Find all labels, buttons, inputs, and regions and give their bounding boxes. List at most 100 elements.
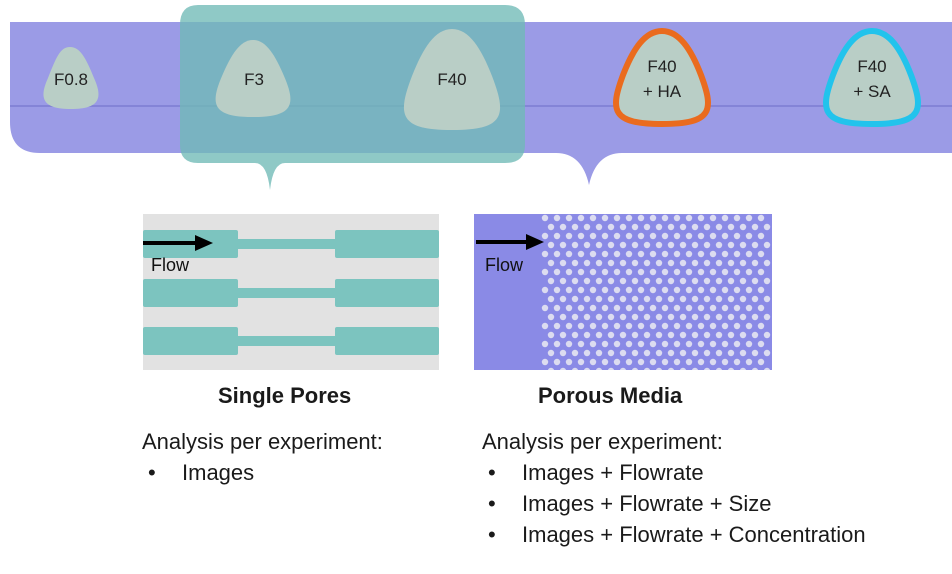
porous-grain	[661, 268, 669, 276]
porous-grain	[565, 340, 573, 348]
porous-grain	[547, 259, 555, 267]
particle-f40-ha: F40 + HA	[613, 27, 711, 128]
porous-grain	[613, 304, 621, 312]
porous-grain	[733, 250, 741, 258]
porous-grain	[595, 259, 603, 267]
porous-grain	[727, 331, 735, 339]
porous-grain	[547, 223, 555, 231]
porous-grain	[643, 313, 651, 321]
porous-grain	[757, 304, 765, 312]
porous-grain	[727, 223, 735, 231]
porous-grain	[631, 367, 639, 370]
porous-grain	[745, 214, 753, 222]
porous-grain	[637, 232, 645, 240]
porous-grain	[757, 322, 765, 330]
porous-grain	[625, 286, 633, 294]
porous-grain	[697, 250, 705, 258]
porous-grain	[547, 295, 555, 303]
porous-grain	[751, 295, 759, 303]
porous-grain	[643, 259, 651, 267]
porous-grain	[577, 214, 585, 222]
porous-grain	[559, 313, 567, 321]
porous-grain	[547, 367, 555, 370]
porous-grain	[667, 313, 675, 321]
porous-grain	[589, 214, 597, 222]
porous-grain	[715, 277, 723, 285]
porous-media-analysis-title: Analysis per experiment:	[482, 429, 723, 454]
porous-grain	[577, 268, 585, 276]
porous-grain	[637, 268, 645, 276]
porous-grain	[655, 223, 663, 231]
porous-grain	[565, 286, 573, 294]
porous-grain	[601, 304, 609, 312]
porous-grain	[583, 223, 591, 231]
porous-grain	[541, 322, 549, 330]
porous-grain	[607, 331, 615, 339]
porous-grain	[667, 241, 675, 249]
porous-grain	[715, 331, 723, 339]
porous-grain	[685, 232, 693, 240]
porous-grain	[757, 250, 765, 258]
porous-grain	[679, 277, 687, 285]
porous-grain	[589, 232, 597, 240]
porous-grain	[565, 304, 573, 312]
particle-f40-ha-label-line2: + HA	[643, 82, 682, 101]
porous-grain	[631, 331, 639, 339]
porous-grain	[601, 286, 609, 294]
porous-grain	[703, 223, 711, 231]
list-item: Images + Flowrate + Concentration	[482, 519, 952, 550]
porous-grain	[559, 331, 567, 339]
porous-grain	[625, 322, 633, 330]
porous-grain	[571, 367, 579, 370]
porous-grain	[709, 268, 717, 276]
porous-grain	[619, 259, 627, 267]
porous-grain	[637, 286, 645, 294]
porous-grain	[691, 349, 699, 357]
porous-grain	[649, 340, 657, 348]
porous-grain	[733, 358, 741, 366]
porous-grain	[541, 358, 549, 366]
porous-grain	[559, 295, 567, 303]
porous-grain	[553, 358, 561, 366]
porous-grain	[763, 277, 771, 285]
porous-grain	[559, 223, 567, 231]
porous-grain	[697, 340, 705, 348]
porous-grain	[613, 322, 621, 330]
porous-grain	[691, 277, 699, 285]
pore-channel-3	[143, 327, 439, 355]
porous-grain	[739, 331, 747, 339]
porous-grain	[601, 268, 609, 276]
porous-grain	[547, 277, 555, 285]
porous-grain	[631, 241, 639, 249]
single-pores-title: Single Pores	[218, 383, 352, 408]
porous-grain	[601, 322, 609, 330]
porous-grain	[763, 295, 771, 303]
porous-grain	[673, 250, 681, 258]
porous-grain	[763, 259, 771, 267]
porous-grain	[667, 223, 675, 231]
porous-grain	[661, 232, 669, 240]
flow-arrow-icon	[143, 235, 213, 251]
porous-grain	[661, 304, 669, 312]
porous-grain	[691, 295, 699, 303]
porous-grain	[667, 259, 675, 267]
porous-grain	[643, 295, 651, 303]
porous-grain	[709, 250, 717, 258]
porous-grain	[751, 259, 759, 267]
porous-grain	[679, 223, 687, 231]
porous-grain	[745, 286, 753, 294]
porous-grain	[577, 304, 585, 312]
porous-grain	[661, 286, 669, 294]
porous-grain	[655, 277, 663, 285]
porous-grain	[655, 331, 663, 339]
porous-grain	[673, 286, 681, 294]
porous-grain	[559, 241, 567, 249]
porous-grain	[745, 232, 753, 240]
porous-grain	[763, 367, 771, 370]
porous-grain	[607, 349, 615, 357]
porous-grain	[733, 232, 741, 240]
porous-grain	[553, 268, 561, 276]
porous-grain	[661, 358, 669, 366]
porous-grain	[697, 214, 705, 222]
single-pores-analysis-title: Analysis per experiment:	[142, 429, 383, 454]
